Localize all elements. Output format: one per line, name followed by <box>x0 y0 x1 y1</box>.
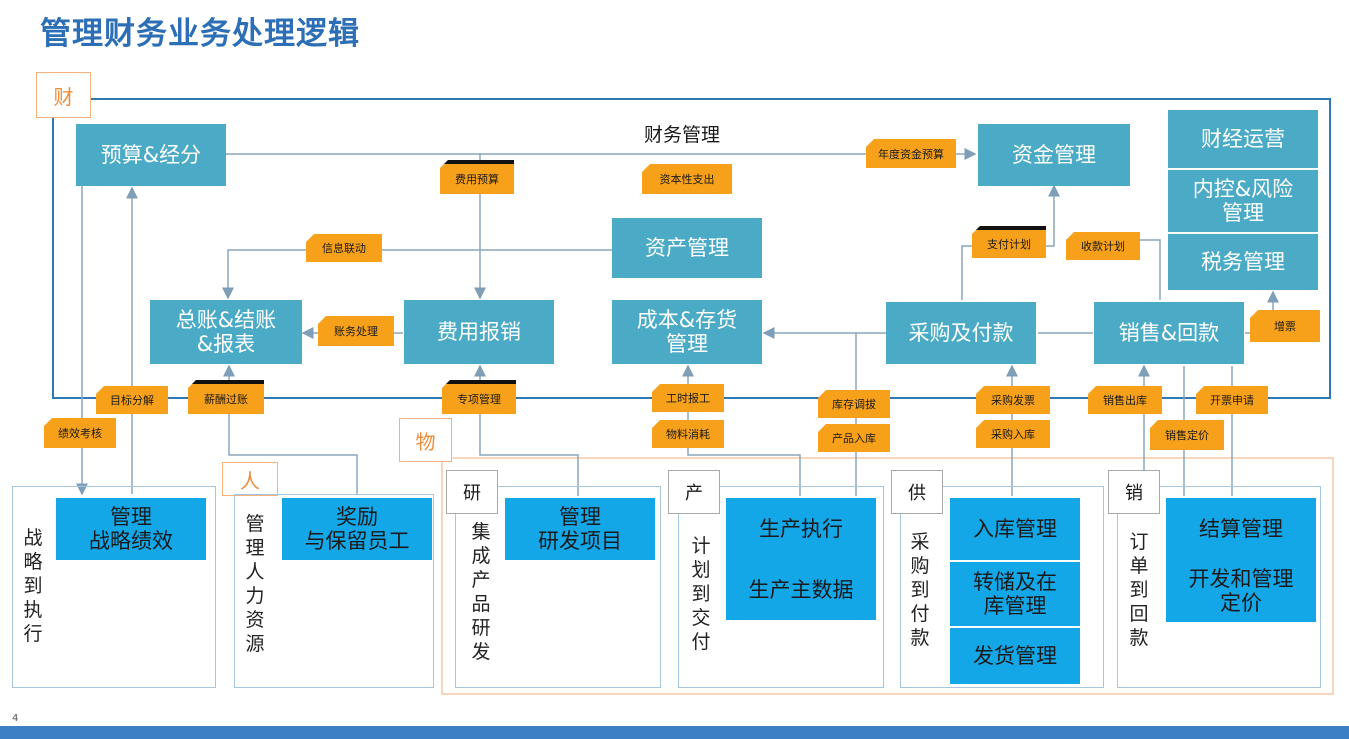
pricing-management-box[interactable]: 开发和管理 定价 <box>1166 560 1316 622</box>
supply-corner-label: 供 <box>891 470 943 514</box>
finance-center-label: 财务管理 <box>644 124 721 146</box>
tag-capital-expense: 资本性支出 <box>642 164 732 194</box>
tag-info-link: 信息联动 <box>306 234 382 262</box>
sales-receipt-box[interactable]: 销售&回款 <box>1094 302 1244 364</box>
tag-product-in: 产品入库 <box>818 424 890 452</box>
tag-material-consume: 物料消耗 <box>652 420 724 448</box>
sales-corner-label: 销 <box>1108 470 1160 514</box>
tag-work-hours: 工时报工 <box>652 384 724 412</box>
tag-expense-budget: 费用预算 <box>440 160 514 194</box>
rd-corner-label: 研 <box>446 470 498 514</box>
hr-vertical-label: 管理人力资源 <box>245 513 265 655</box>
domain-supply <box>900 486 1104 688</box>
tag-special-mgmt: 专项管理 <box>442 380 516 414</box>
ledger-box[interactable]: 总账&结账 &报表 <box>150 300 302 364</box>
rd-vertical-label: 集成产品研发 <box>471 521 491 663</box>
tag-invoice-add: 增票 <box>1250 310 1320 342</box>
domain-rd <box>455 486 661 688</box>
budget-box[interactable]: 预算&经分 <box>76 124 226 186</box>
tag-salary-posting: 薪酬过账 <box>188 380 264 414</box>
domain-strategy <box>12 486 216 688</box>
fund-management-box[interactable]: 资金管理 <box>978 124 1130 186</box>
production-master-data-box[interactable]: 生产主数据 <box>726 560 876 620</box>
section-label-hr: 人 <box>222 462 278 496</box>
production-corner-label: 产 <box>668 470 720 514</box>
section-label-finance: 财 <box>36 72 91 118</box>
cost-inventory-box[interactable]: 成本&存货 管理 <box>612 300 762 364</box>
tax-management-box[interactable]: 税务管理 <box>1168 234 1318 290</box>
sales-vertical-label: 订单到回款 <box>1129 531 1149 649</box>
tag-pay-plan: 支付计划 <box>972 226 1046 258</box>
rd-project-box[interactable]: 管理 研发项目 <box>505 498 655 560</box>
production-vertical-label: 计划到交付 <box>691 535 711 653</box>
tag-sales-out: 销售出库 <box>1088 386 1162 414</box>
domain-production <box>678 486 884 688</box>
page-title: 管理财务业务处理逻辑 <box>40 16 360 52</box>
shipping-management-box[interactable]: 发货管理 <box>950 628 1080 684</box>
tag-stock-transfer: 库存调拔 <box>818 390 890 418</box>
tag-performance-eval: 绩效考核 <box>44 418 116 448</box>
reward-retain-box[interactable]: 奖励 与保留员工 <box>282 498 432 560</box>
domain-sales <box>1117 486 1321 688</box>
storage-management-box[interactable]: 转储及在 库管理 <box>950 562 1080 626</box>
strategy-performance-box[interactable]: 管理 战略绩效 <box>56 498 206 560</box>
tag-sales-pricing: 销售定价 <box>1150 420 1224 450</box>
production-execution-box[interactable]: 生产执行 <box>726 498 876 560</box>
page-number: 4 <box>12 713 19 724</box>
finance-operations-box[interactable]: 财经运营 <box>1168 110 1318 168</box>
inbound-management-box[interactable]: 入库管理 <box>950 498 1080 560</box>
supply-vertical-label: 采购到付款 <box>910 531 930 649</box>
internal-control-box[interactable]: 内控&风险 管理 <box>1168 170 1318 232</box>
tag-goal-decompose: 目标分解 <box>96 386 168 414</box>
tag-annual-fund-budget: 年度资金预算 <box>866 139 956 168</box>
tag-accounting: 账务处理 <box>318 316 394 346</box>
expense-box[interactable]: 费用报销 <box>404 300 554 364</box>
asset-management-box[interactable]: 资产管理 <box>612 218 762 278</box>
strategy-vertical-label: 战略到执行 <box>23 527 43 645</box>
settlement-management-box[interactable]: 结算管理 <box>1166 498 1316 560</box>
domain-hr <box>234 494 434 688</box>
tag-invoice-apply: 开票申请 <box>1196 386 1268 414</box>
tag-purchase-invoice: 采购发票 <box>976 386 1050 414</box>
tag-purchase-in: 采购入库 <box>976 420 1050 448</box>
purchase-payment-box[interactable]: 采购及付款 <box>886 302 1036 364</box>
section-label-material: 物 <box>399 418 452 462</box>
tag-receipt-plan: 收款计划 <box>1066 232 1140 260</box>
